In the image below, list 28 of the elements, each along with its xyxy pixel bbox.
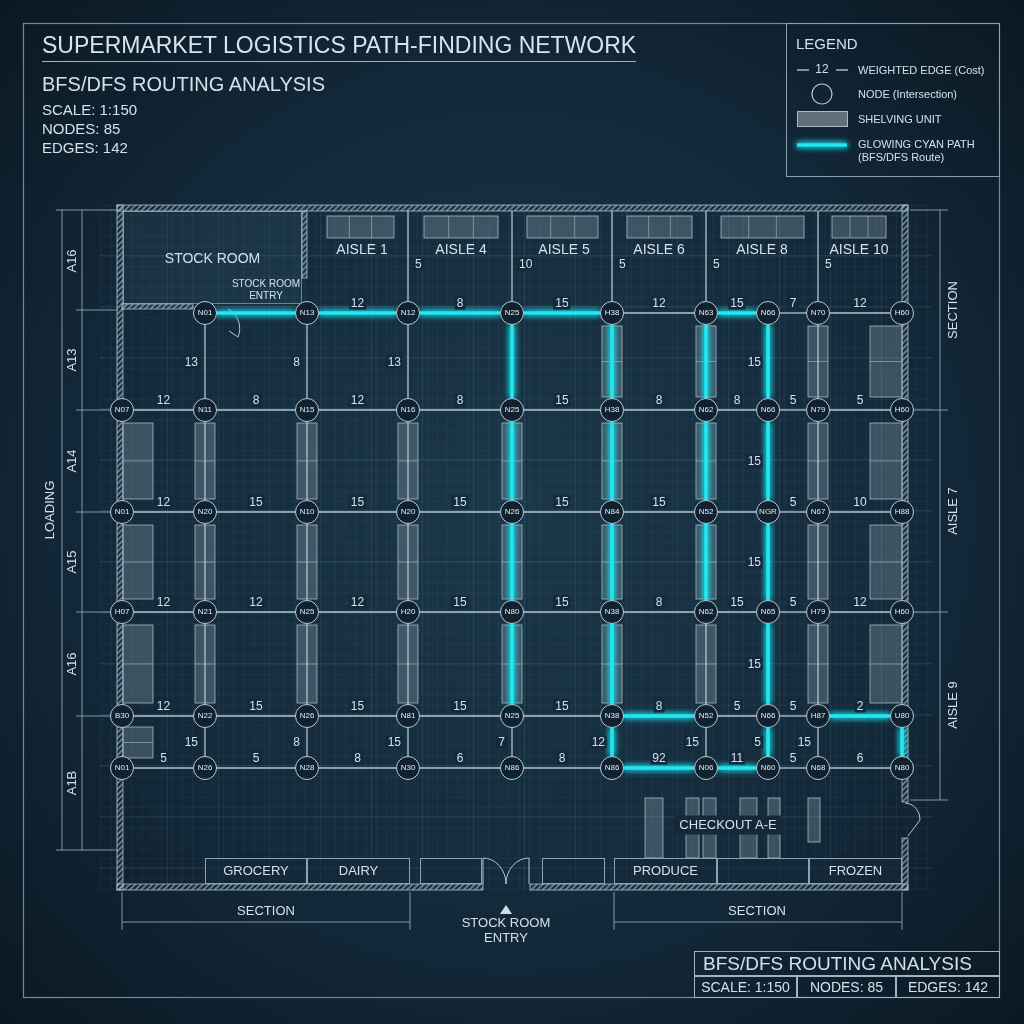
legend-text: NODE (Intersection) [858,87,958,101]
dimension-label: A1B [64,770,80,796]
count-note: EDGES: 142 [42,139,128,157]
dimension-label: A16 [64,652,80,676]
count-note: NODES: 85 [42,120,121,138]
legend-text: GLOWING CYAN PATH (BFS/DFS Route) [858,138,976,164]
scale-note: SCALE: 1:150 [42,101,138,119]
title-block-field: EDGES: 142 [896,976,1000,998]
dimension-label: A14 [64,449,80,473]
title-block-field: SCALE: 1:150 [694,976,797,998]
dimension-label: A16 [64,249,80,273]
area-label: LOADING [42,480,58,540]
door-label: STOCK ROOM ENTRY [460,916,552,946]
subtitle: BFS/DFS ROUTING ANALYSIS [42,72,326,96]
dimension-label: A15 [64,550,80,574]
title-block-field: NODES: 85 [797,976,896,998]
title-block-heading: BFS/DFS ROUTING ANALYSIS [694,951,1000,976]
dimension-label: AISLE 7 [945,487,961,535]
legend-sample-label: 12 [815,63,829,77]
dimension-label: SECTION [728,903,786,919]
dimension-label: AISLE 9 [945,681,961,729]
dimension-label: A13 [64,348,80,372]
legend-heading: LEGEND [796,35,858,53]
dimension-label: SECTION [945,281,961,339]
dimension-label: SECTION [237,903,295,919]
diagram-title: SUPERMARKET LOGISTICS PATH-FINDING NETWORK [42,34,637,62]
legend-text: WEIGHTED EDGE (Cost) [858,63,985,77]
legend-text: SHELVING UNIT [858,112,942,126]
